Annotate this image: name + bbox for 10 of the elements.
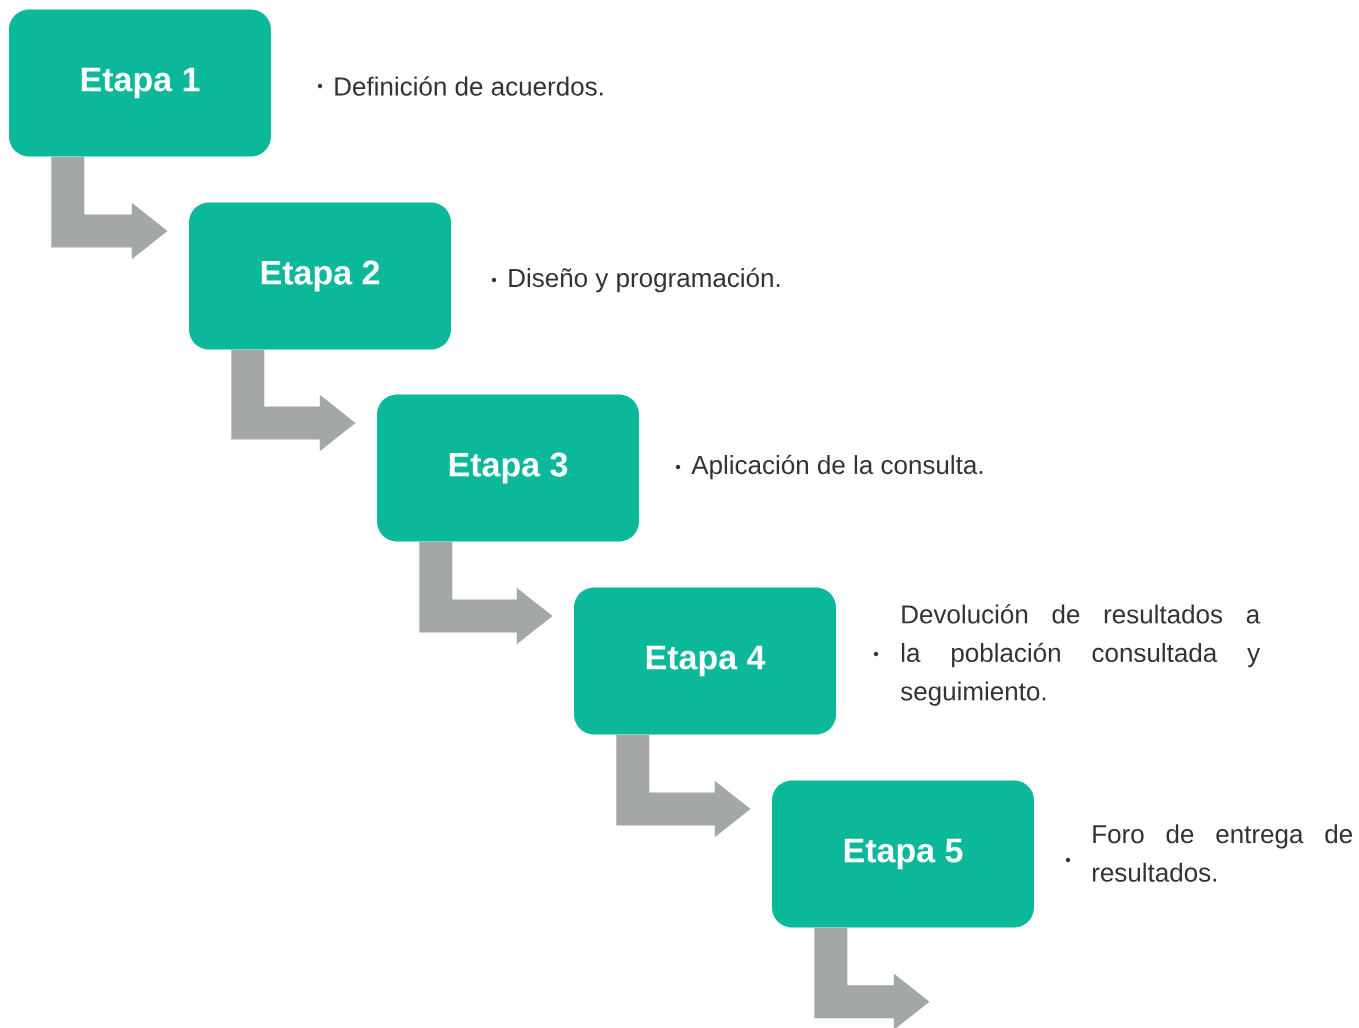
process-box: Etapa 3 — [377, 394, 639, 542]
process-box: Etapa 4 — [574, 587, 836, 735]
step-description: Foro de entrega de resultados. — [1092, 824, 1352, 882]
process-box: Etapa 1 — [9, 9, 271, 157]
step-description: Definición de acuerdos. — [335, 76, 603, 96]
step-description: Devolución de resultados a la población consultada y seguimiento. — [900, 604, 1261, 706]
step-description: Diseño y programación. — [509, 267, 780, 293]
process-box: Etapa 5 — [772, 780, 1034, 928]
step-description: Aplicación de la consulta. — [691, 454, 983, 480]
process-box: Etapa 2 — [189, 202, 451, 350]
